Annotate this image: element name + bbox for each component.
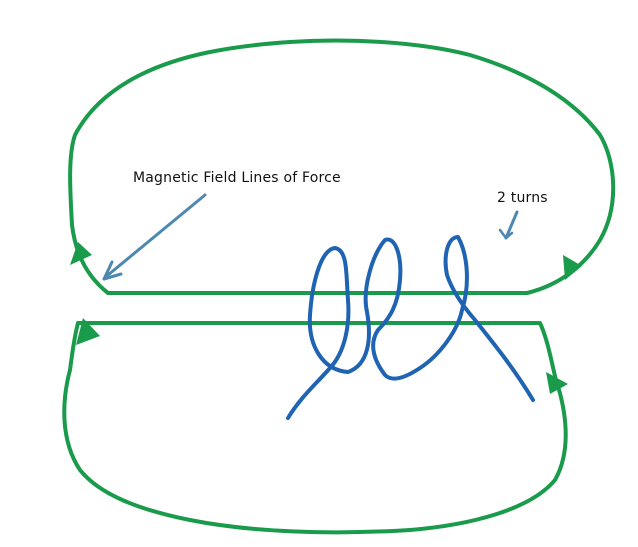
- field-line-loop-top: [68, 38, 616, 295]
- turns-label: 2 turns: [497, 190, 548, 206]
- field-lines-label: Magnetic Field Lines of Force: [133, 170, 341, 186]
- arrowhead-bottom-right: [546, 372, 568, 394]
- arrowhead-top-left: [70, 242, 92, 265]
- arrowhead-bottom-left: [76, 318, 100, 345]
- field-lines-pointer-arrow: [106, 193, 207, 277]
- turns-pointer-arrow: [504, 210, 519, 240]
- field-lines-pointer-arrowhead: [102, 260, 123, 281]
- field-line-loop-bottom: [62, 321, 568, 535]
- turns-pointer-arrowhead: [498, 228, 514, 240]
- arrowhead-top-right: [563, 255, 582, 280]
- coil-winding: [286, 235, 535, 420]
